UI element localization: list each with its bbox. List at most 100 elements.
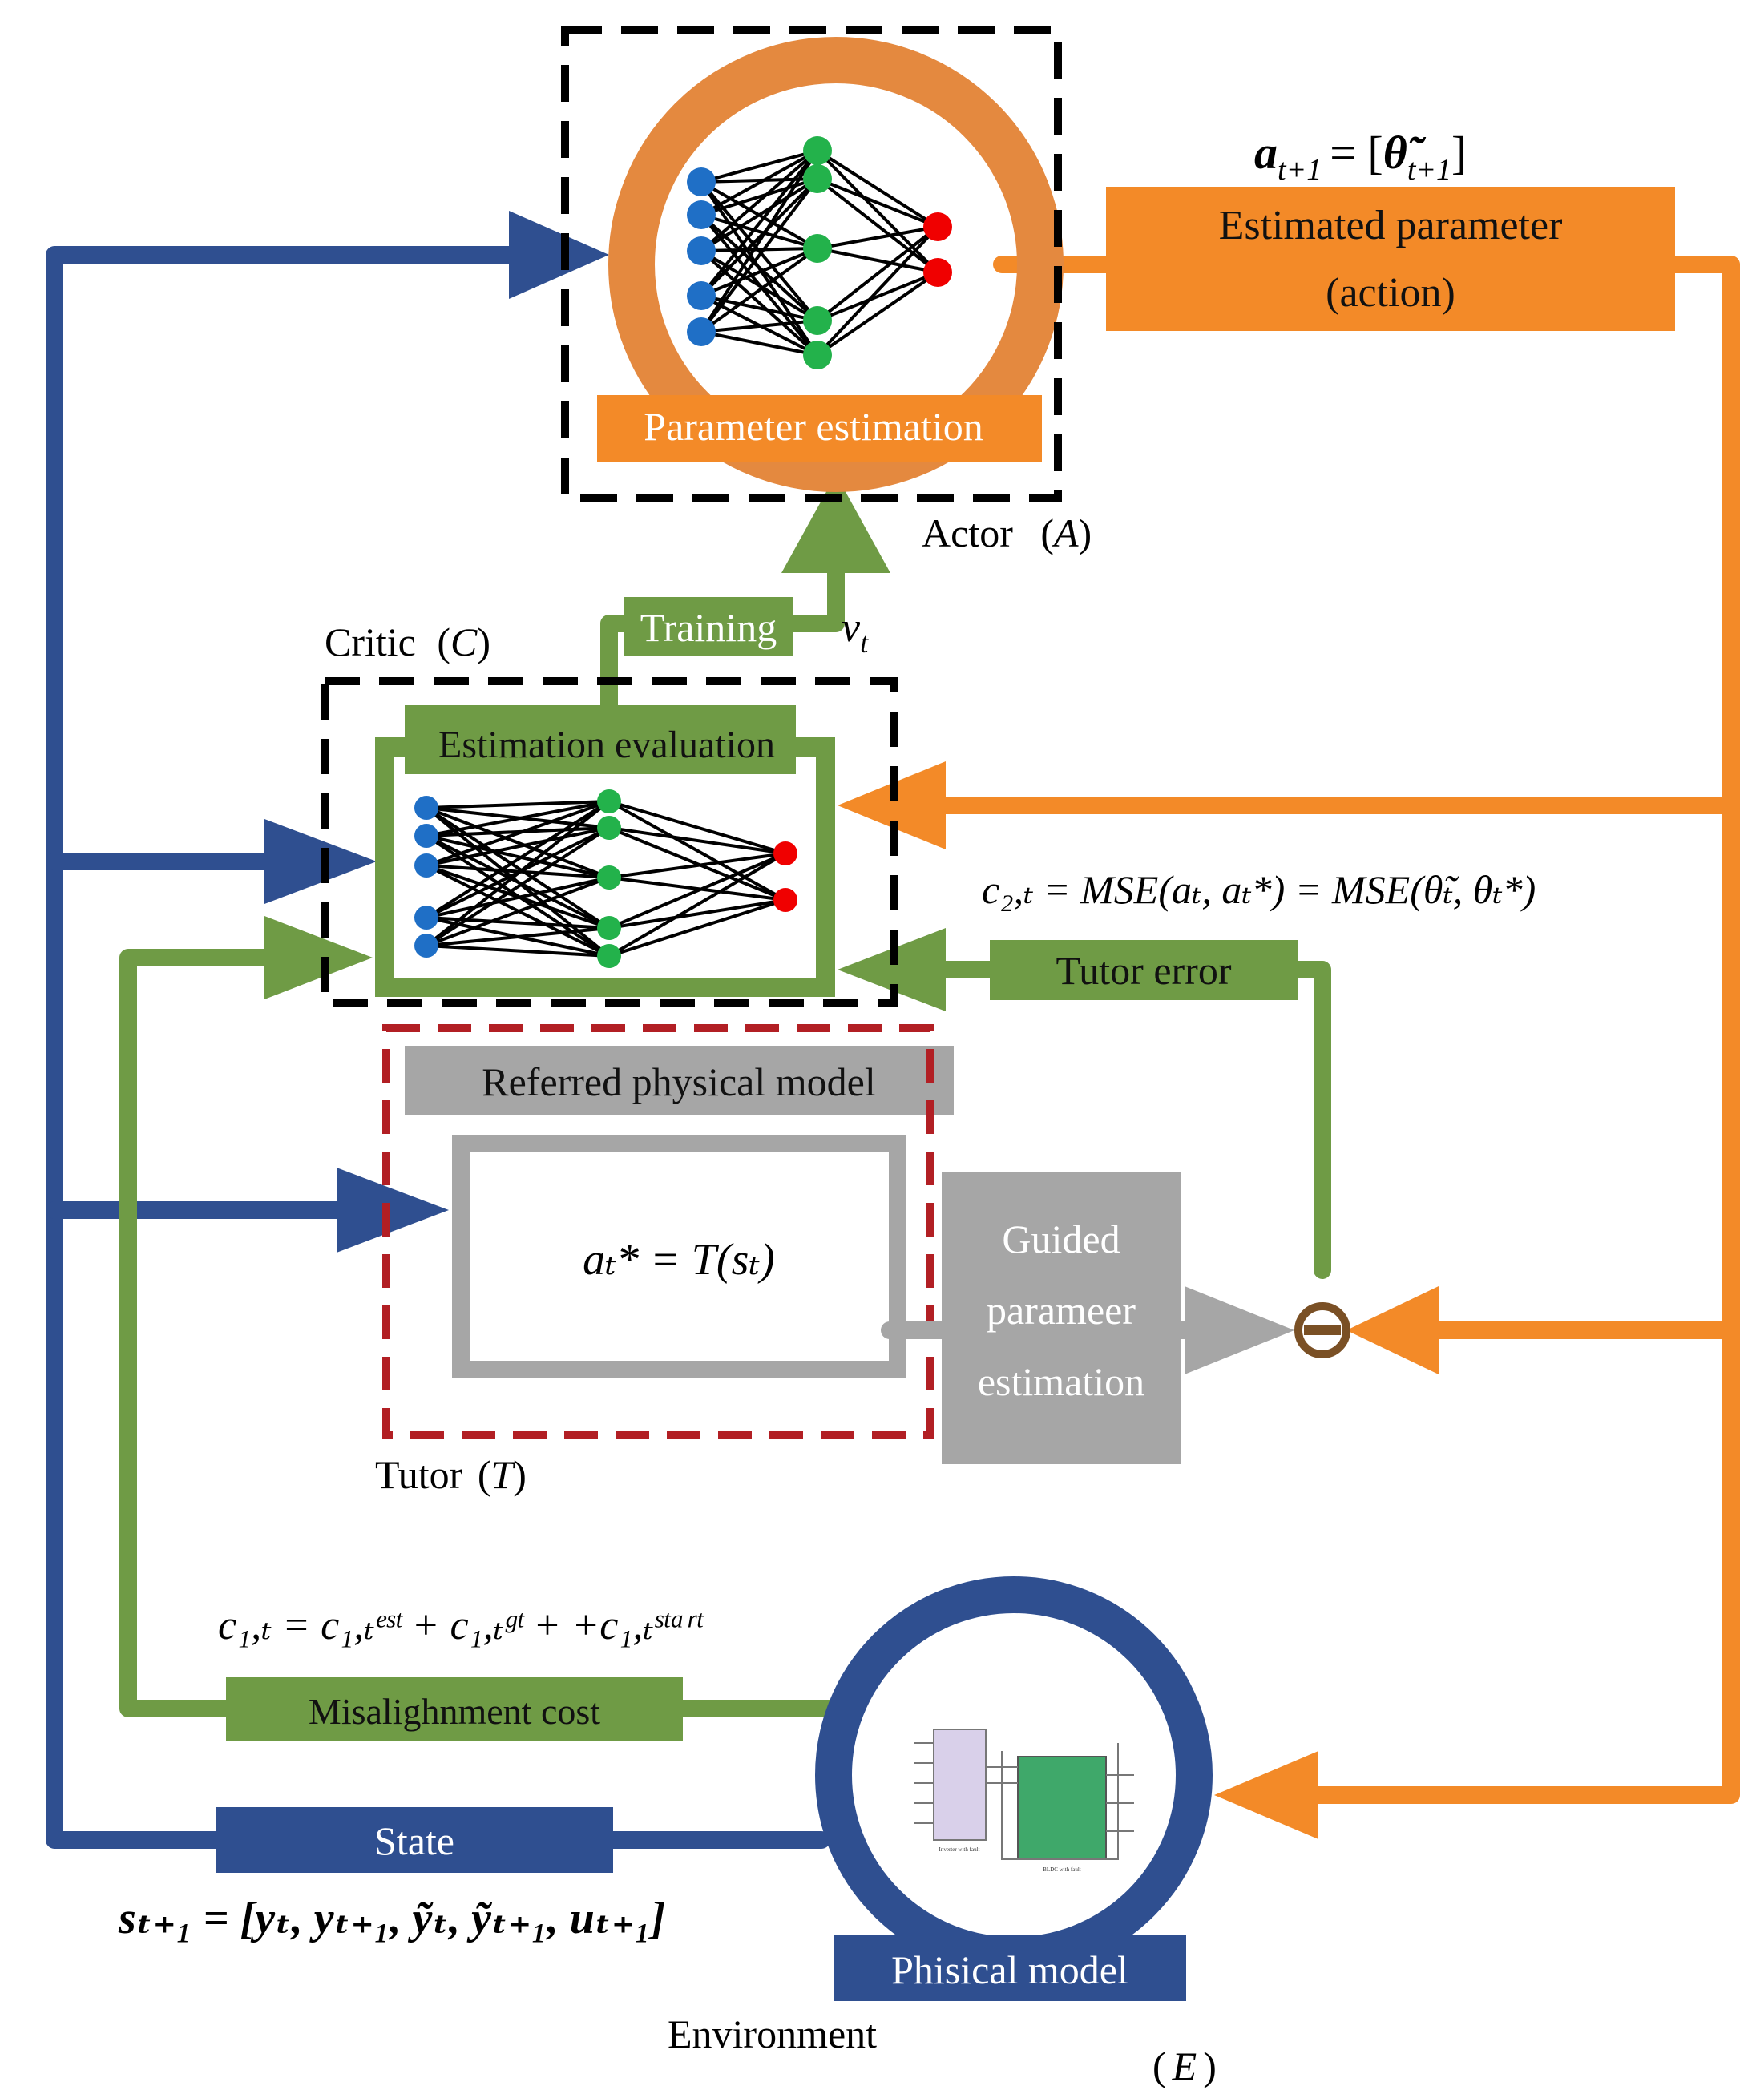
environment-caption-symbol: (E) (1152, 2044, 1217, 2088)
action-arrowheads (838, 761, 1439, 1839)
critic-nn-edge (425, 800, 611, 947)
critic-nn-edge (426, 800, 610, 837)
actor-nn-edge (817, 225, 939, 250)
actor-nn-edge (700, 247, 818, 297)
tutor-formula: aₜ* = T(sₜ) (583, 1235, 775, 1285)
action-block: Estimated parameter (action) at+1= [θ̃t+… (1106, 127, 1675, 331)
actor-nn-edge (816, 177, 939, 274)
actor-nn-edge (700, 247, 818, 252)
referred-physical-model-box (405, 1046, 954, 1115)
actor-ring (608, 37, 1064, 492)
critic-nn-edge (608, 852, 786, 879)
critic-nn-edge (608, 898, 786, 930)
parameter-estimation-box (597, 395, 1042, 462)
tutor-dashed-boundary (382, 1024, 934, 1439)
tutor-error-equation: c₂,ₜ = MSE(aₜ, aₜ*) = MSE(θ̃ₜ, θₜ*) (982, 867, 1536, 912)
actor-nn-edge (817, 271, 939, 322)
actor-nn-edge (700, 149, 819, 252)
critic-nn-edge (426, 834, 610, 879)
critic-nn-edge (426, 876, 610, 919)
tutor-error-label: Tutor error (1056, 948, 1232, 993)
actor-nn-edge (816, 225, 939, 357)
actor-nn-node (803, 234, 832, 263)
tutor-caption: Tutor (T) (375, 1452, 527, 1497)
critic-nn-edge (425, 800, 611, 919)
actor-nn-edge (700, 330, 818, 357)
tutor-input-arrowhead (337, 1168, 449, 1253)
actor-nn-edge (700, 177, 818, 216)
tutor-error-box (990, 940, 1298, 1000)
guided-estimation-box (942, 1172, 1181, 1464)
estimation-evaluation-label: Estimation evaluation (438, 724, 775, 766)
critic-nn-edge (426, 916, 610, 930)
subtraction-junction (1294, 1302, 1350, 1358)
actor-nn-edge (700, 177, 819, 333)
action-trunk-line (1298, 256, 1740, 1804)
actor-nodes (687, 136, 952, 369)
actor-nn-node (923, 258, 952, 287)
actor-nn-edge (816, 149, 939, 274)
critic-caption: Critic (C) (325, 619, 490, 664)
green-arrowheads (264, 474, 946, 1011)
state-label: State (374, 1818, 454, 1863)
critic-nn-edge (426, 800, 610, 867)
critic-nn-edge (426, 826, 610, 867)
actor-nn-edge (700, 319, 818, 333)
parameter-estimation-label: Parameter estimation (644, 404, 983, 449)
critic-nn-edge (608, 898, 786, 958)
actor-nn-node (923, 212, 952, 241)
actor-nn-edge (700, 149, 818, 216)
env-action-arrowhead (1214, 1751, 1318, 1839)
estimated-parameter-box (1106, 187, 1675, 331)
critic-action-arrowhead (838, 761, 946, 849)
actor-nn-edge (700, 213, 818, 250)
training-label: Training (640, 605, 777, 650)
critic-nn-node (597, 816, 621, 840)
actor-nn-edge (816, 149, 939, 228)
training-signal: vt (842, 605, 869, 659)
critic-nn-edge (608, 826, 786, 855)
actor-nn-edge (700, 247, 819, 333)
critic-nn-edge (426, 944, 610, 958)
actor-nn-edge (700, 249, 819, 357)
misalignment-box (226, 1677, 683, 1741)
critic-nn-edge (425, 826, 611, 947)
actor-input-arrowhead (509, 211, 609, 299)
actor-nn-edge (700, 249, 819, 322)
svg-text:Inverter with fault: Inverter with fault (939, 1846, 980, 1853)
misalignment-block: c₁,ₜ = c₁,ₜᵉˢᵗ + c₁,ₜᵍᵗ + +c₁,ₜˢᵗᵃʳᵗ Mis… (218, 1603, 704, 1741)
critic-cost-arrowhead (264, 916, 373, 999)
state-box (216, 1807, 613, 1873)
guided-label-line3: estimation (978, 1359, 1144, 1404)
tutor-error-block: c₂,ₜ = MSE(aₜ, aₜ*) = MSE(θ̃ₜ, θₜ*) Tuto… (982, 867, 1536, 1000)
critic-nn-edge (608, 852, 787, 958)
guided-arrowhead (1185, 1286, 1294, 1374)
actor-nn-edge (817, 177, 939, 228)
action-equation: at+1= [θ̃t+1] (1254, 127, 1467, 187)
misalignment-equation: c₁,ₜ = c₁,ₜᵉˢᵗ + c₁,ₜᵍᵗ + +c₁,ₜˢᵗᵃʳᵗ (218, 1603, 704, 1648)
actor-nn-edge (817, 247, 939, 274)
actor-nn-edge (816, 225, 939, 322)
critic-nn-node (773, 841, 797, 865)
critic-nn-node (597, 865, 621, 890)
critic-nn-edge (608, 800, 786, 855)
referred-physical-model-label: Referred physical model (482, 1059, 875, 1104)
critic-nn-node (597, 789, 621, 813)
tutor-block: Referred physical model aₜ* = T(sₜ) Tuto… (375, 1024, 954, 1497)
guided-label-line2: parameer (987, 1288, 1136, 1333)
actor-nn-node (687, 281, 716, 310)
action-label: (action) (1326, 270, 1455, 316)
actor-nn-node (687, 167, 716, 196)
physical-model-label: Phisical model (891, 1947, 1128, 1992)
critic-nn-edge (426, 834, 610, 930)
critic-nodes (414, 789, 797, 968)
critic-dashed-boundary (321, 677, 898, 1007)
actor-nn-node (687, 236, 716, 265)
critic-nn-edge (426, 800, 610, 809)
actor-nn-edge (816, 271, 939, 357)
actor-nn-edge (700, 177, 819, 297)
critic-nn-edge (426, 926, 610, 947)
actor-nn-node (803, 136, 832, 165)
critic-nn-edge (425, 806, 611, 930)
